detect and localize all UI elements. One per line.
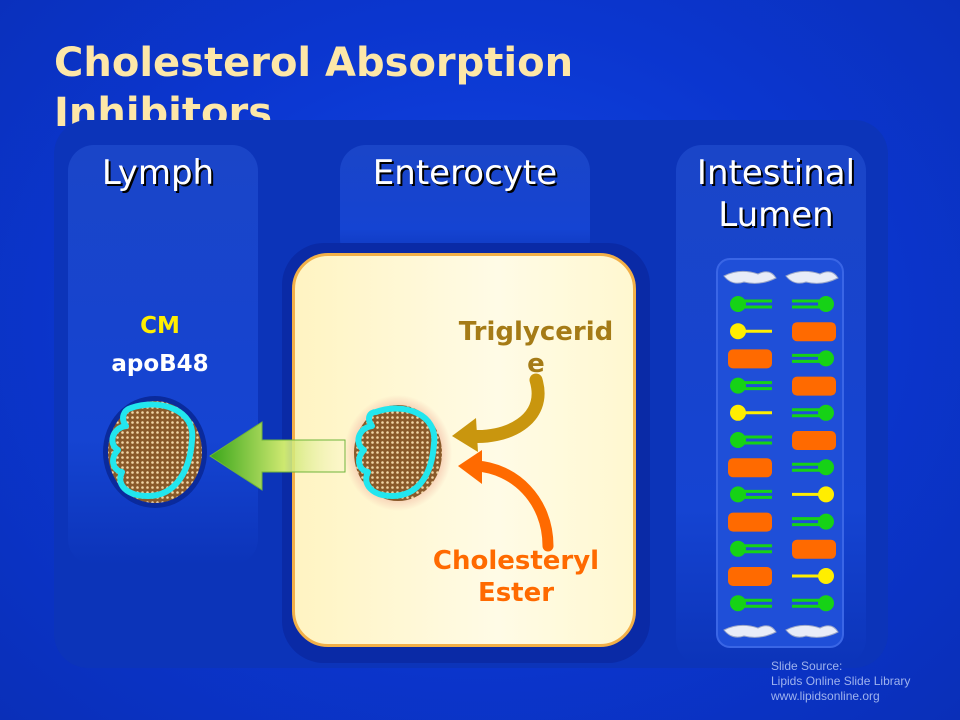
lipid-block (728, 349, 772, 369)
source-line-2: Lipids Online Slide Library (771, 674, 911, 688)
triglyceride-label-line-2: e (527, 349, 545, 379)
lipid-green-double (792, 513, 834, 530)
lipid-green-double (792, 350, 834, 367)
lymph-heading: Lymph (101, 153, 215, 193)
lumen-lipid-molecules (728, 296, 836, 612)
lumen-heading: Intestinal Lumen (676, 152, 876, 236)
lipid-green-double (730, 540, 772, 557)
lipid-green-double (730, 486, 772, 503)
lipid-block (728, 512, 772, 532)
title-line-1: Cholesterol Absorption (54, 40, 574, 86)
lipid-green-double (792, 296, 834, 312)
apob48-label: apoB48 (111, 351, 209, 377)
cholesteryl-ester-label: Cholesteryl Ester (418, 545, 614, 609)
lipid-yellow-single (792, 568, 834, 584)
cholesteryl-ester-label-line-2: Ester (477, 578, 555, 608)
lipid-block (728, 458, 772, 478)
slide-source: Slide Source: Lipids Online Slide Librar… (771, 659, 910, 704)
lipid-yellow-single (730, 404, 772, 421)
export-arrow (209, 421, 346, 491)
enterocyte-heading: Enterocyte (372, 153, 558, 193)
lipid-green-double (792, 595, 834, 612)
source-line-3: www.lipidsonline.org (771, 689, 880, 703)
cholesteryl-ester-arrow (470, 460, 554, 552)
lymph-chylomicron-particle (103, 396, 207, 508)
lumen-heading-line-2: Lumen (718, 195, 834, 235)
cm-label: CM (140, 313, 180, 339)
lipid-green-double (730, 595, 772, 612)
triglyceride-arrow (461, 373, 545, 443)
lipid-green-double (730, 296, 772, 312)
lumen-membrane-caps (723, 270, 839, 638)
lipid-green-double (730, 377, 772, 394)
lipid-block (792, 431, 836, 450)
source-line-1: Slide Source: (771, 659, 843, 673)
lipid-green-double (730, 432, 772, 448)
lipid-green-double (792, 459, 834, 476)
lipid-block (792, 539, 836, 559)
lipid-block (728, 567, 772, 586)
slide-title: Cholesterol Absorption Inhibitors (54, 38, 573, 138)
triglyceride-label-line-1: Triglycerid (458, 317, 614, 347)
enterocyte-chylomicron-particle (344, 395, 452, 511)
lipid-green-double (792, 404, 834, 421)
lipid-block (792, 376, 836, 396)
lipid-yellow-single (792, 486, 834, 503)
lipid-yellow-single (730, 323, 772, 340)
cholesteryl-ester-label-line-1: Cholesteryl (432, 546, 600, 576)
lumen-heading-line-1: Intestinal (696, 153, 856, 193)
lipid-block (792, 322, 836, 342)
triglyceride-label: Triglycerid e (446, 316, 626, 380)
